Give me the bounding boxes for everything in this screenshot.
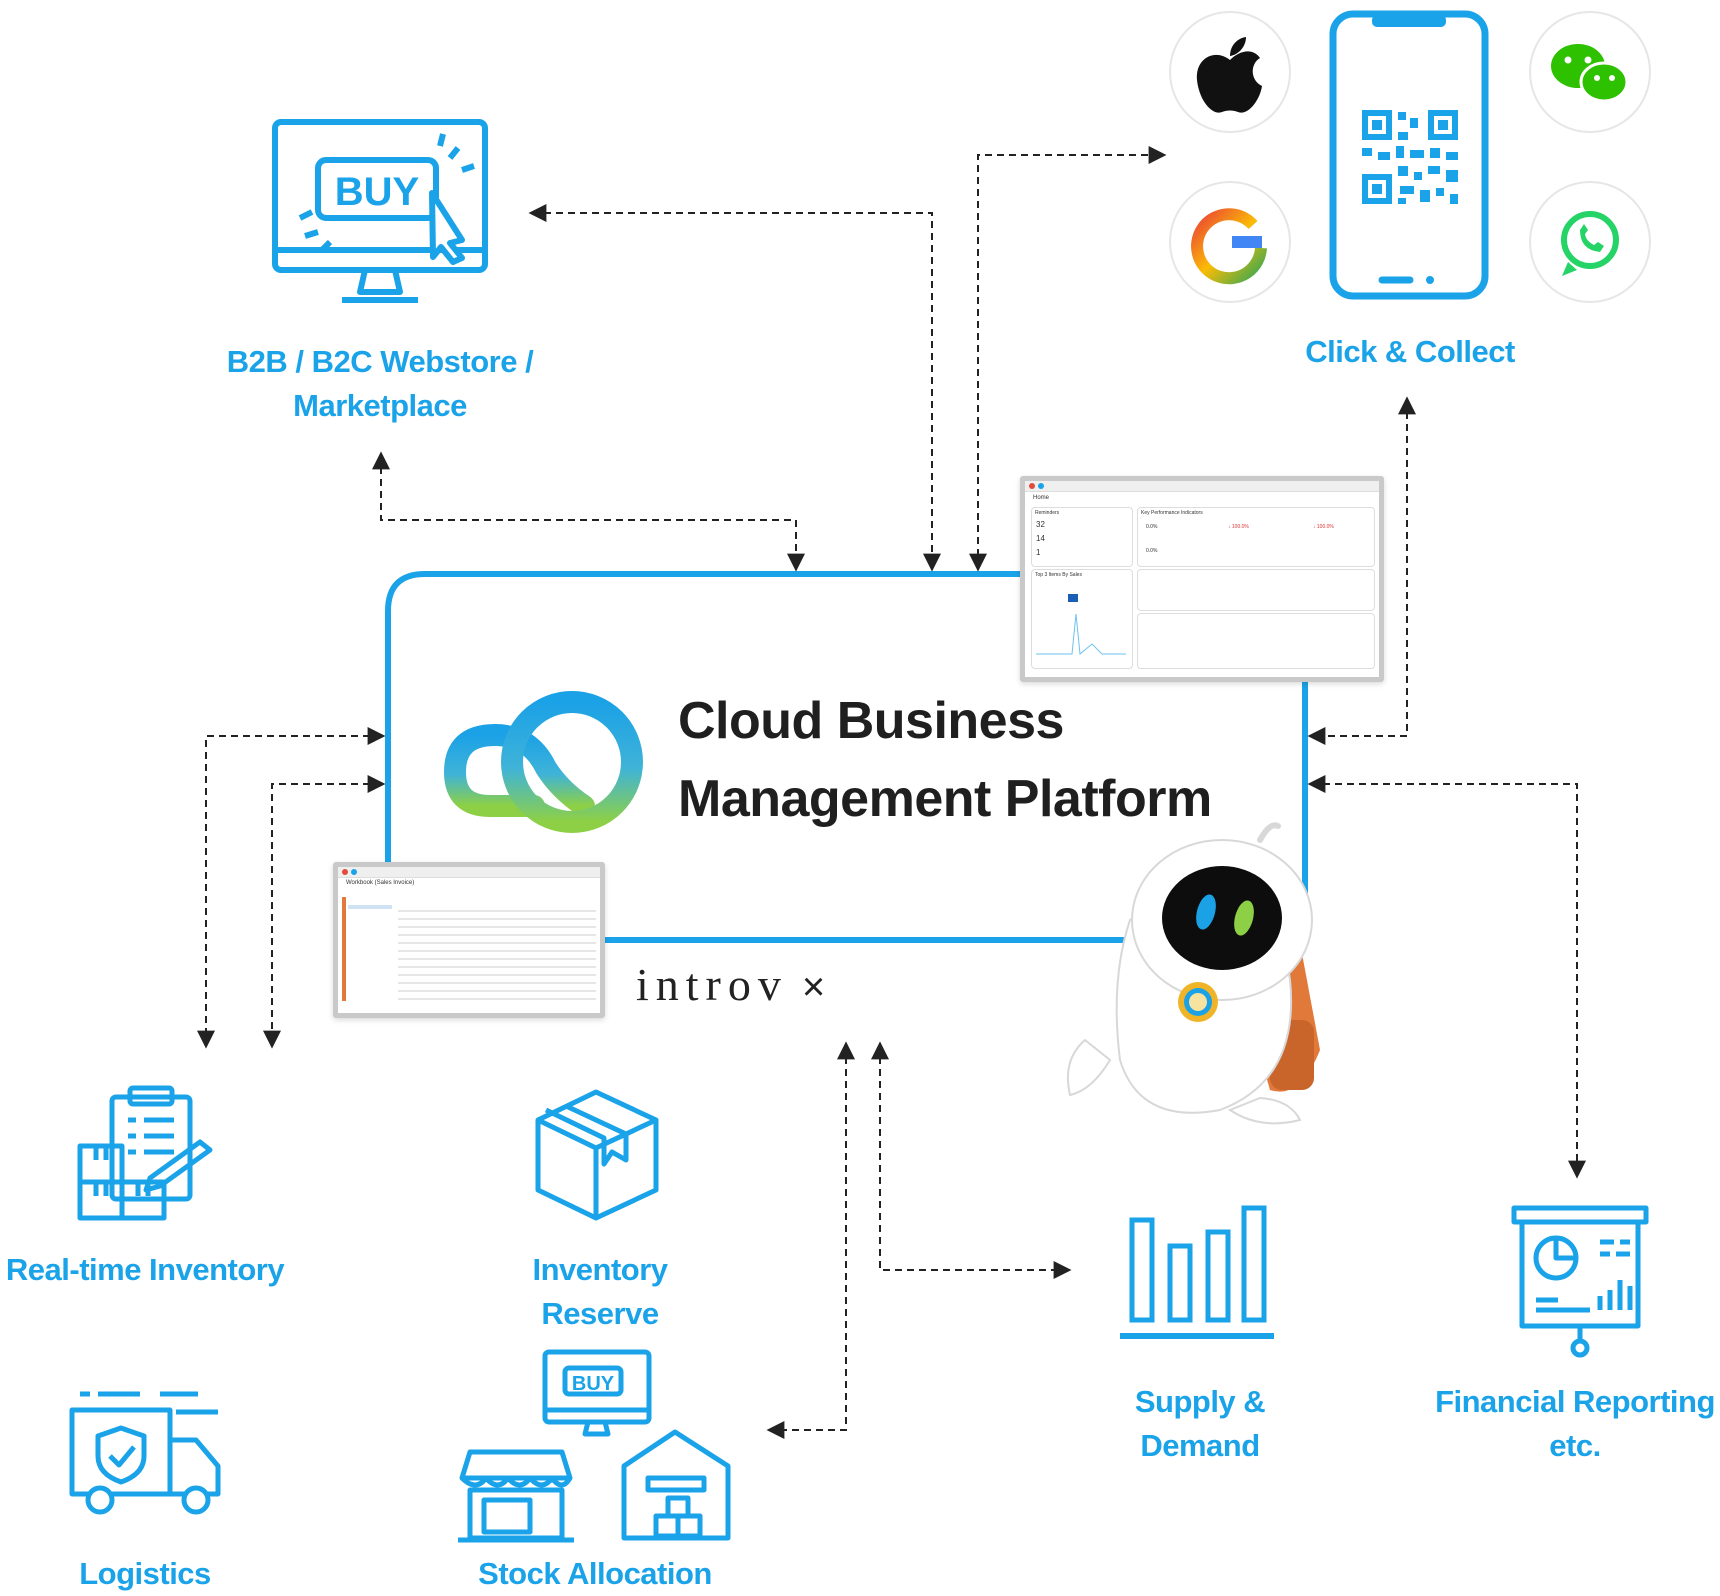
brand-mark: × bbox=[801, 965, 826, 1009]
store-warehouse-icon: BUY bbox=[458, 1349, 731, 1543]
connector-stock-allocation bbox=[766, 1041, 855, 1439]
kpi-value: 0.0% bbox=[1146, 548, 1158, 554]
kpi-value: ↓ 100.0% bbox=[1313, 524, 1334, 530]
connector-inventory-2 bbox=[263, 775, 386, 1049]
label-click-collect: Click & Collect bbox=[1305, 334, 1515, 369]
wechat-icon bbox=[1551, 44, 1629, 103]
reminders-label: Reminders bbox=[1035, 510, 1060, 516]
brand-name: introv bbox=[636, 959, 788, 1010]
dashboard-screenshot: Home Reminders 32 14 1 Key Performance I… bbox=[1020, 476, 1384, 682]
label-supply-demand: Supply & Demand bbox=[1134, 1384, 1266, 1463]
reminder-count: 32 bbox=[1036, 520, 1045, 529]
workbook-screenshot: Workbook (Sales Invoice) bbox=[333, 862, 605, 1018]
stock-buy-text: BUY bbox=[572, 1373, 615, 1395]
platform-title-line2: Management Platform bbox=[678, 770, 1212, 828]
delivery-truck-icon bbox=[69, 1391, 221, 1515]
whatsapp-icon bbox=[1561, 211, 1619, 276]
connector-webstore-2 bbox=[372, 451, 805, 572]
connector-supply-demand bbox=[871, 1041, 1072, 1279]
bar-chart-icon bbox=[1120, 1205, 1274, 1339]
platform-title: Cloud Business Management Platform bbox=[678, 682, 1212, 838]
platform-title-line1: Cloud Business bbox=[678, 692, 1064, 750]
label-financial-reporting: Financial Reporting etc. bbox=[1435, 1384, 1715, 1463]
cloud-logo-icon bbox=[443, 691, 643, 833]
reminder-count: 14 bbox=[1036, 534, 1045, 543]
apple-icon bbox=[1196, 37, 1262, 113]
label-inventory-reserve: Inventory Reserve bbox=[532, 1252, 668, 1331]
monitor-buy-icon bbox=[272, 119, 488, 303]
robot-mascot-icon bbox=[1066, 822, 1320, 1125]
phone-qr-icon bbox=[1329, 10, 1489, 300]
introv-logo: introv × bbox=[636, 958, 825, 1011]
label-logistics: Logistics bbox=[79, 1556, 211, 1591]
buy-text: BUY bbox=[335, 170, 420, 214]
kpi-value: 0.0% bbox=[1146, 524, 1158, 530]
workbook-title: Workbook (Sales Invoice) bbox=[346, 880, 415, 886]
label-realtime-inventory: Real-time Inventory bbox=[5, 1252, 285, 1287]
google-icon bbox=[1191, 208, 1267, 285]
connector-webstore-1 bbox=[528, 204, 941, 572]
reminder-count: 1 bbox=[1036, 548, 1041, 557]
clipboard-boxes-icon bbox=[77, 1085, 213, 1221]
connector-click-collect-2 bbox=[1307, 396, 1416, 745]
workbook-table bbox=[342, 897, 596, 1001]
package-box-icon bbox=[535, 1089, 659, 1221]
kpi-title: Key Performance Indicators bbox=[1141, 510, 1203, 516]
connector-financial bbox=[1307, 775, 1586, 1179]
top-items-label: Top 3 Items By Sales bbox=[1035, 572, 1082, 578]
label-webstore: B2B / B2C Webstore / Marketplace bbox=[226, 344, 534, 423]
kpi-value: ↓ 100.0% bbox=[1228, 524, 1249, 530]
platform-frame bbox=[385, 571, 1020, 862]
label-stock-allocation: Stock Allocation bbox=[478, 1556, 712, 1591]
presentation-board-icon bbox=[1511, 1205, 1649, 1358]
dashboard-home-label: Home bbox=[1033, 495, 1050, 501]
connector-click-collect-1 bbox=[969, 146, 1167, 572]
sales-sparkline bbox=[1036, 594, 1126, 655]
